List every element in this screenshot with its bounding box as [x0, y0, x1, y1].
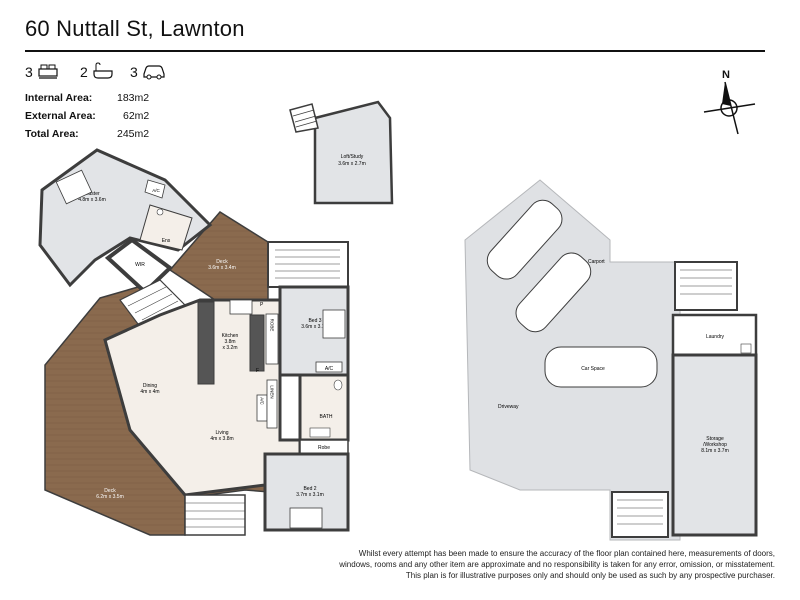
- disclaimer-line: windows, rooms and any other item are ap…: [339, 560, 775, 569]
- internal-area-value: 183m2: [117, 92, 150, 104]
- fridge-label: F: [256, 368, 259, 374]
- external-area-label: External Area:: [25, 110, 96, 122]
- bed2-label: Bed 2: [303, 486, 316, 492]
- stairs-top: [267, 241, 349, 288]
- loft-dims: 3.6m x 2.7m: [338, 161, 366, 167]
- kitchen-dims-2: x 3.2m: [222, 345, 237, 351]
- kitchen-label: Kitchen: [222, 333, 239, 339]
- bed3-dims: 3.6m x 3.1m: [301, 324, 329, 330]
- master-label: Master: [84, 191, 100, 197]
- total-area-label: Total Area:: [25, 128, 79, 140]
- disclaimer-line: Whilst every attempt has been made to en…: [358, 549, 775, 558]
- wir-label: WIR: [135, 262, 145, 268]
- bed2-robe-label: Robe: [318, 445, 330, 451]
- bedroom-count: 3: [25, 64, 33, 80]
- bed3-ac-label: A/C: [325, 366, 334, 372]
- deck-top-label: Deck: [216, 259, 228, 265]
- master-dims: 4.8m x 3.6m: [78, 197, 106, 203]
- bed3-label: Bed 3: [308, 318, 321, 324]
- living-label: Living: [215, 430, 228, 436]
- car-icon: [486, 199, 658, 388]
- deck-left-label: Deck: [104, 488, 116, 494]
- bath-room: BATH: [298, 373, 350, 442]
- laundry-label: Laundry: [706, 334, 725, 340]
- bed3-robe-label: ROBE: [270, 319, 275, 332]
- driveway-area: Driveway Carport Car Space: [464, 179, 681, 541]
- car-icon: [143, 65, 165, 80]
- storage-dims: 8.1m x 3.7m: [701, 448, 729, 454]
- disclaimer-text: Whilst every attempt has been made to en…: [215, 548, 775, 581]
- pantry-label: P: [260, 302, 264, 308]
- living-dining-kitchen: P Kitchen 3.8m x 3.2m F Dining 4m x 4m L…: [103, 298, 302, 497]
- storage-label-2: /Workshop: [703, 442, 727, 448]
- feature-counts: 3 2 3: [25, 62, 175, 82]
- living-dims: 4m x 3.8m: [210, 436, 233, 442]
- stairs-right-top: [674, 261, 738, 311]
- master-suite: Master 4.8m x 3.6m A/C Ens WIR: [38, 148, 213, 295]
- driveway-label: Driveway: [498, 404, 519, 410]
- title-divider: [25, 50, 765, 52]
- bed2-robe: Robe: [299, 439, 349, 455]
- total-area-value: 245m2: [117, 128, 150, 140]
- laundry-room: Laundry: [671, 313, 758, 357]
- kitchen-dims-1: 3.8m: [224, 339, 235, 345]
- living-ac-label: A/C: [260, 397, 265, 405]
- deck-left-dims: 6.2m x 3.5m: [96, 494, 124, 500]
- page-title: 60 Nuttall St, Lawnton: [25, 16, 245, 41]
- master-ac-label: A/C: [152, 188, 160, 193]
- storage-workshop-room: Storage /Workshop 8.1m x 3.7m: [671, 353, 758, 537]
- garage-count: 3: [130, 64, 138, 80]
- stairs-deck: [184, 494, 246, 536]
- car-space-label: Car Space: [581, 366, 605, 372]
- internal-area-label: Internal Area:: [25, 92, 93, 104]
- storage-label: Storage: [706, 436, 724, 442]
- ensuite-label: Ens: [162, 238, 171, 244]
- bath-label: BATH: [320, 414, 333, 420]
- bed2-dims: 3.7m x 3.1m: [296, 492, 324, 498]
- bed-icon: [38, 64, 58, 79]
- loft-study-room: Loft/Study 3.6m x 2.7m: [289, 100, 394, 205]
- bath-icon: [93, 62, 113, 79]
- deck-top-dims: 3.6m x 3.4m: [208, 265, 236, 271]
- linen-label: LINEN: [270, 385, 275, 398]
- dining-dims: 4m x 4m: [140, 389, 159, 395]
- bathroom-count: 2: [80, 64, 88, 80]
- compass-icon: N: [703, 69, 756, 135]
- carport-label: Carport: [588, 259, 605, 265]
- compass-north-label: N: [722, 69, 730, 81]
- stairs-right-bottom: [611, 491, 669, 538]
- external-area-value: 62m2: [123, 110, 150, 122]
- disclaimer-line: This plan is for illustrative purposes o…: [405, 571, 775, 580]
- dining-label: Dining: [143, 383, 157, 389]
- bed2-room: Bed 2 3.7m x 3.1m: [263, 452, 350, 532]
- loft-label: Loft/Study: [341, 154, 364, 160]
